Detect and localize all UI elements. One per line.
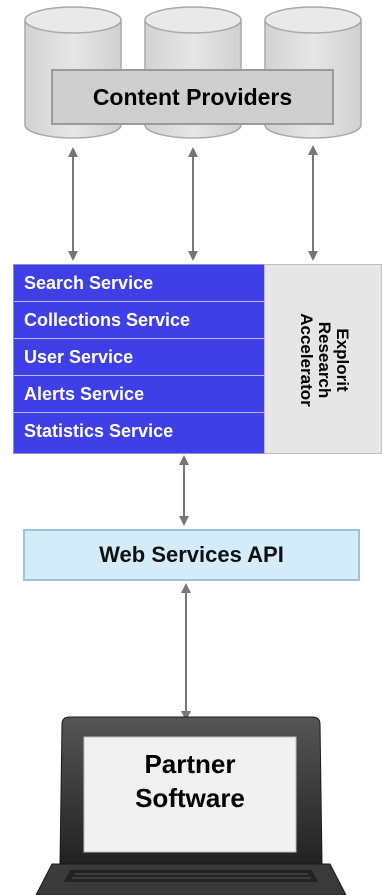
service-statistics: Statistics Service <box>24 421 174 441</box>
partner-software-label: Partner Software <box>86 747 294 815</box>
explorit-line-2: Research <box>315 321 334 399</box>
partner-line-2: Software <box>135 783 245 813</box>
explorit-line-3: Accelerator <box>297 313 316 407</box>
explorit-label: Explorit Research Accelerator <box>297 265 352 455</box>
explorit-research-accelerator-box: Explorit Research Accelerator <box>264 264 382 454</box>
explorit-line-1: Explorit <box>333 328 352 392</box>
services-block: Search Service Collections Service User … <box>13 264 265 454</box>
service-user: User Service <box>14 339 264 376</box>
web-services-api-box: Web Services API <box>23 529 360 581</box>
service-collections: Collections Service <box>14 302 264 339</box>
content-providers-label: Content Providers <box>51 69 334 125</box>
service-alerts: Alerts Service <box>14 376 264 413</box>
service-search: Search Service <box>14 265 264 302</box>
partner-line-1: Partner <box>144 749 236 779</box>
laptop-icon <box>35 716 347 895</box>
